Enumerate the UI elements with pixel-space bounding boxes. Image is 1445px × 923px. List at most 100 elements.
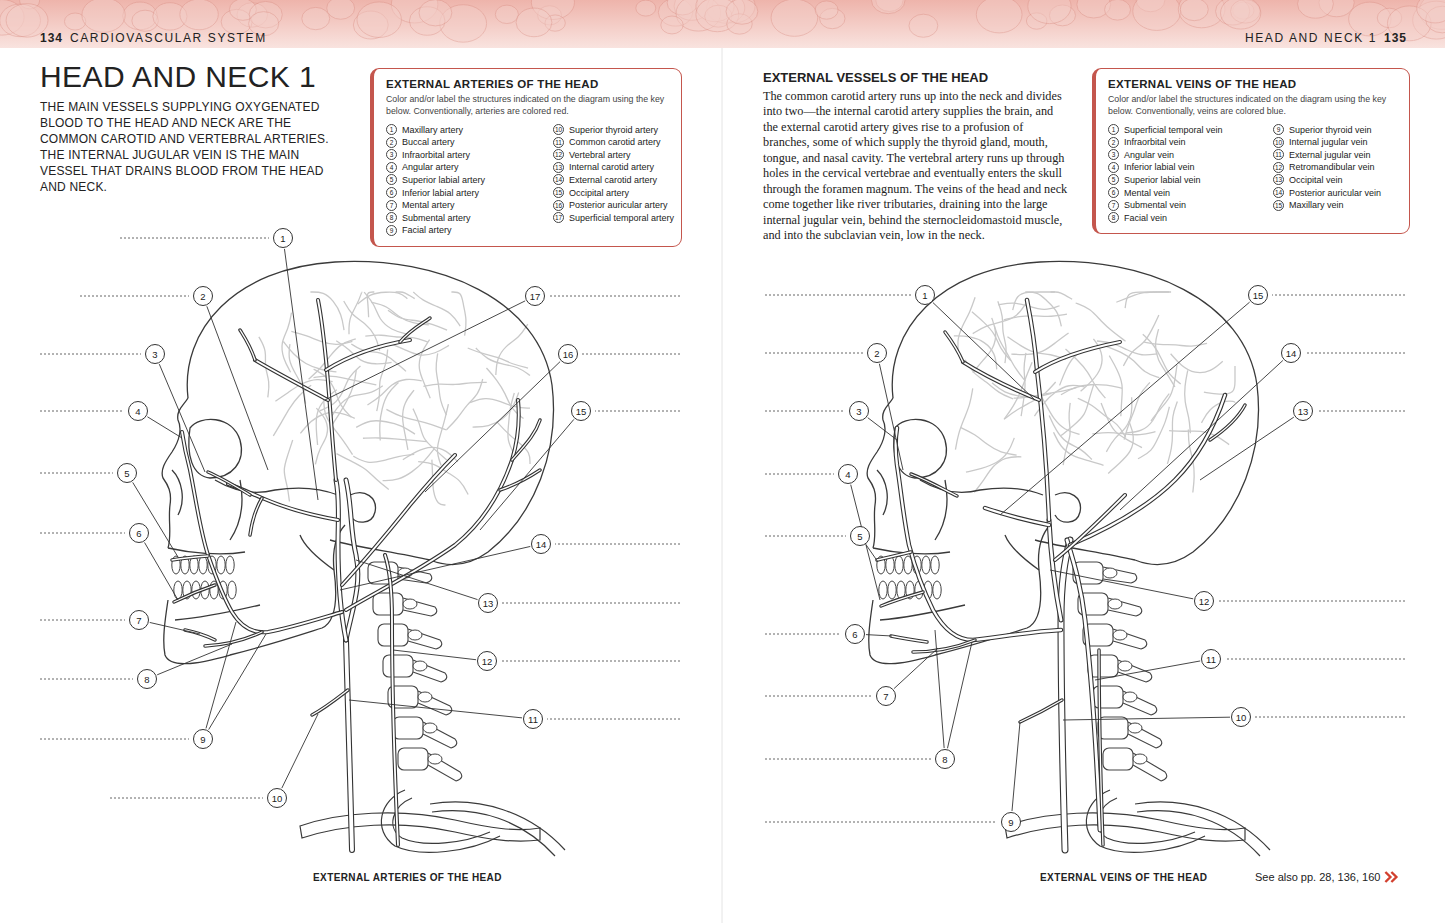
- key-entry: 1Superficial temporal vein: [1108, 124, 1223, 135]
- answer-line: [595, 411, 680, 412]
- tooth: [931, 556, 939, 574]
- transverse-process: [1128, 723, 1142, 733]
- vessel-lumen: [326, 340, 410, 370]
- answer-line: [1255, 717, 1405, 718]
- answer-line: [110, 798, 263, 799]
- transverse-process: [1133, 754, 1147, 764]
- answer-line: [765, 822, 997, 823]
- brain-vessel: [310, 292, 344, 330]
- blood-cell: [1028, 0, 1071, 24]
- brain-vessel: [1004, 314, 1067, 320]
- leader-line: [1050, 570, 1193, 599]
- leader-line: [147, 417, 182, 438]
- callout-circle: 12: [477, 651, 497, 671]
- brain-vessel: [1061, 384, 1094, 436]
- leader-line: [935, 630, 944, 748]
- key-entry: 5Superior labial artery: [386, 174, 485, 185]
- key-name: Retromandibular vein: [1289, 162, 1375, 172]
- callout-number: 8: [942, 754, 947, 765]
- key-name: Superior labial vein: [1124, 175, 1201, 185]
- brain-vessel: [966, 438, 1014, 472]
- vessel-outline: [312, 690, 348, 715]
- figure-caption: EXTERNAL ARTERIES OF THE HEAD: [313, 872, 502, 883]
- key-name: Facial vein: [1124, 213, 1167, 223]
- key-number: 14: [553, 174, 564, 185]
- vessel-lumen: [342, 455, 455, 585]
- vessel-outline: [1061, 540, 1070, 850]
- running-head: CARDIOVASCULAR SYSTEM: [70, 31, 267, 45]
- key-entry: 15Occipital artery: [553, 187, 629, 198]
- answer-line: [1317, 411, 1405, 412]
- callout-number: 7: [883, 691, 888, 702]
- vessel-lumen: [985, 508, 1049, 525]
- key-number: 6: [1108, 187, 1119, 198]
- spinous-process: [428, 753, 462, 781]
- key-name: Maxillary artery: [402, 125, 463, 135]
- leader-line: [159, 364, 205, 472]
- transverse-process: [428, 754, 442, 764]
- blood-cell: [661, 16, 683, 34]
- answer-line: [40, 739, 189, 740]
- key-name: Inferior labial vein: [1124, 162, 1195, 172]
- key-name: Maxillary vein: [1289, 200, 1344, 210]
- key-number: 10: [553, 124, 564, 135]
- leader-line: [480, 419, 574, 530]
- callout-circle: 17: [525, 286, 545, 306]
- key-name: Angular vein: [1124, 150, 1174, 160]
- vessel-outline: [385, 555, 398, 845]
- vessel-lumen: [896, 428, 1062, 640]
- brain-vessel: [1092, 432, 1155, 435]
- key-name: Internal carotid artery: [569, 162, 654, 172]
- blood-cell: [1105, 0, 1131, 20]
- leader-line: [851, 485, 880, 600]
- head-illustration: [867, 261, 1270, 856]
- brain-vessel: [386, 409, 446, 430]
- callout-number: 14: [1286, 348, 1297, 359]
- transverse-process: [1123, 692, 1137, 702]
- skull-outline: [1055, 493, 1080, 522]
- brain-vessel: [330, 370, 356, 427]
- vessel-lumen: [346, 400, 519, 610]
- bone-outline: [1098, 798, 1195, 843]
- key-number: 10: [1273, 137, 1284, 148]
- vessel-lumen: [911, 474, 957, 496]
- vessel-outline: [1020, 700, 1062, 722]
- skull-outline: [892, 261, 1258, 564]
- callout-circle: 2: [867, 343, 887, 363]
- spinous-process: [403, 598, 437, 616]
- leader-line: [157, 644, 232, 675]
- key-name: Facial artery: [402, 225, 452, 235]
- leader-line: [947, 642, 972, 748]
- brain-vessel: [413, 409, 447, 460]
- answer-line: [555, 544, 680, 545]
- key-number: 15: [553, 187, 564, 198]
- tooth: [228, 581, 236, 599]
- brain-vessel: [324, 400, 353, 455]
- brain-vessel: [1011, 333, 1068, 355]
- vessel-outline: [1027, 300, 1049, 520]
- callout-number: 6: [136, 528, 141, 539]
- callout-number: 12: [1199, 596, 1210, 607]
- blood-cell: [726, 0, 758, 24]
- brain-vessel: [423, 382, 486, 386]
- callout-circle: 6: [845, 624, 865, 644]
- page-title: HEAD AND NECK 1: [40, 60, 316, 94]
- callout-circle: 11: [523, 709, 543, 729]
- callout-number: 13: [1298, 406, 1309, 417]
- vessel-lumen: [318, 300, 336, 480]
- brain-vessel: [1204, 366, 1235, 394]
- callout-number: 12: [482, 656, 493, 667]
- transverse-process: [1118, 661, 1132, 671]
- key-name: Mental artery: [402, 200, 455, 210]
- skull-outline: [1005, 535, 1039, 570]
- vessel-outline: [945, 332, 963, 362]
- key-number: 5: [386, 174, 397, 185]
- leader-line: [356, 560, 478, 600]
- brain-vessel: [973, 318, 996, 373]
- skull-outline: [189, 419, 242, 478]
- vessel-outline: [318, 300, 336, 480]
- vessel-lumen: [891, 636, 927, 642]
- callout-circle: 4: [838, 464, 858, 484]
- key-entry: 4Angular artery: [386, 162, 459, 173]
- vessel-outline: [346, 400, 519, 610]
